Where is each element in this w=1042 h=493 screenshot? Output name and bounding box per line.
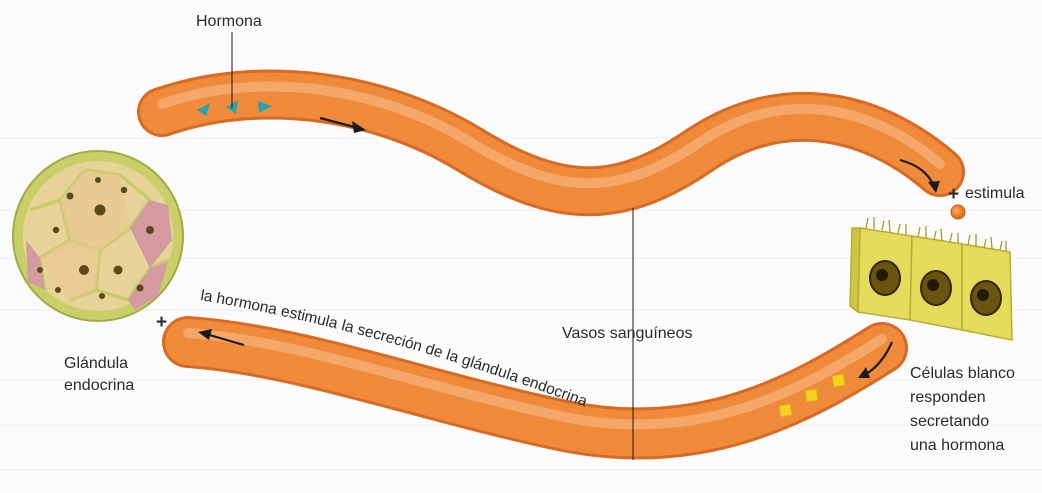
label-celulas-line4: una hormona [910, 437, 1004, 454]
label-celulas-line1: Células blanco [910, 365, 1015, 382]
plus-sign-top: + [948, 184, 959, 205]
square-icon [805, 389, 817, 401]
square-icon [779, 404, 791, 416]
endocrine-gland [13, 151, 183, 321]
stimulus-dot [951, 205, 965, 219]
label-glandula-line2: endocrina [64, 377, 134, 394]
label-celulas-line3: secretando [910, 413, 989, 430]
label-hormona: Hormona [196, 13, 262, 30]
square-icon [832, 374, 844, 386]
plus-sign-left: + [156, 312, 167, 333]
label-estimula: estimula [965, 185, 1025, 202]
label-vasos-sanguineos: Vasos sanguíneos [562, 325, 692, 342]
label-glandula-line1: Glándula [64, 355, 128, 372]
target-cells [850, 217, 1012, 340]
label-celulas-line2: responden [910, 389, 986, 406]
